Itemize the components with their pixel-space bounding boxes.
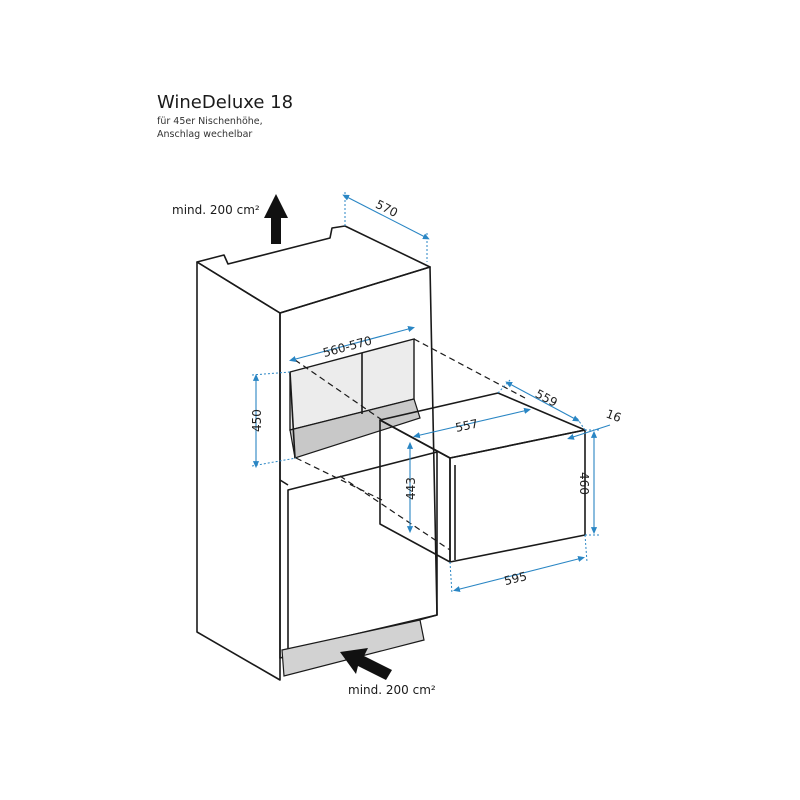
unit-front-panel — [449, 429, 586, 563]
airflow-bottom-label: mind. 200 cm² — [348, 683, 436, 697]
cabinet-front-panel — [196, 261, 281, 681]
niche-opening — [289, 338, 421, 459]
arrow-up-icon — [264, 194, 288, 244]
diagram-title: WineDeluxe 18 — [157, 92, 294, 113]
niche-left-edge — [289, 371, 296, 459]
dim-label-front-width: 595 — [503, 569, 529, 588]
dim-line-cabinet-depth — [342, 194, 430, 240]
lower-door-panel — [287, 451, 438, 651]
airflow-top: mind. 200 cm² — [172, 194, 288, 244]
dim-label-front-thickness: 16 — [604, 407, 623, 425]
dim-label-cabinet-depth: 570 — [373, 197, 400, 220]
dim-label-unit-depth: 559 — [533, 387, 560, 410]
dim-label-unit-width: 557 — [454, 416, 479, 434]
dim-line-front-thickness — [567, 424, 611, 440]
cabinet-side-panel — [279, 266, 438, 659]
airflow-top-label: mind. 200 cm² — [172, 203, 260, 217]
airflow-bottom: mind. 200 cm² — [340, 648, 436, 697]
dimension-lines: 570 560-570 450 557 559 16 443 460 595 — [250, 192, 623, 595]
plinth-vent — [281, 619, 425, 677]
dim-label-niche-height: 450 — [250, 409, 264, 432]
diagram-subtitle-line2: Anschlag wechelbar — [157, 129, 253, 140]
dim-line-front-width — [453, 555, 585, 593]
dim-line-unit-depth — [505, 381, 580, 422]
dim-label-unit-height: 443 — [404, 477, 418, 500]
arrow-in-icon — [340, 648, 392, 680]
dim-line-niche-width — [289, 326, 415, 362]
diagram-subtitle-line1: für 45er Nischenhöhe, — [157, 116, 263, 127]
cabinet-door-gap — [279, 479, 289, 486]
dim-label-front-height: 460 — [577, 472, 591, 495]
cabinet-top-panel — [196, 225, 431, 314]
tall-cabinet — [196, 225, 438, 681]
